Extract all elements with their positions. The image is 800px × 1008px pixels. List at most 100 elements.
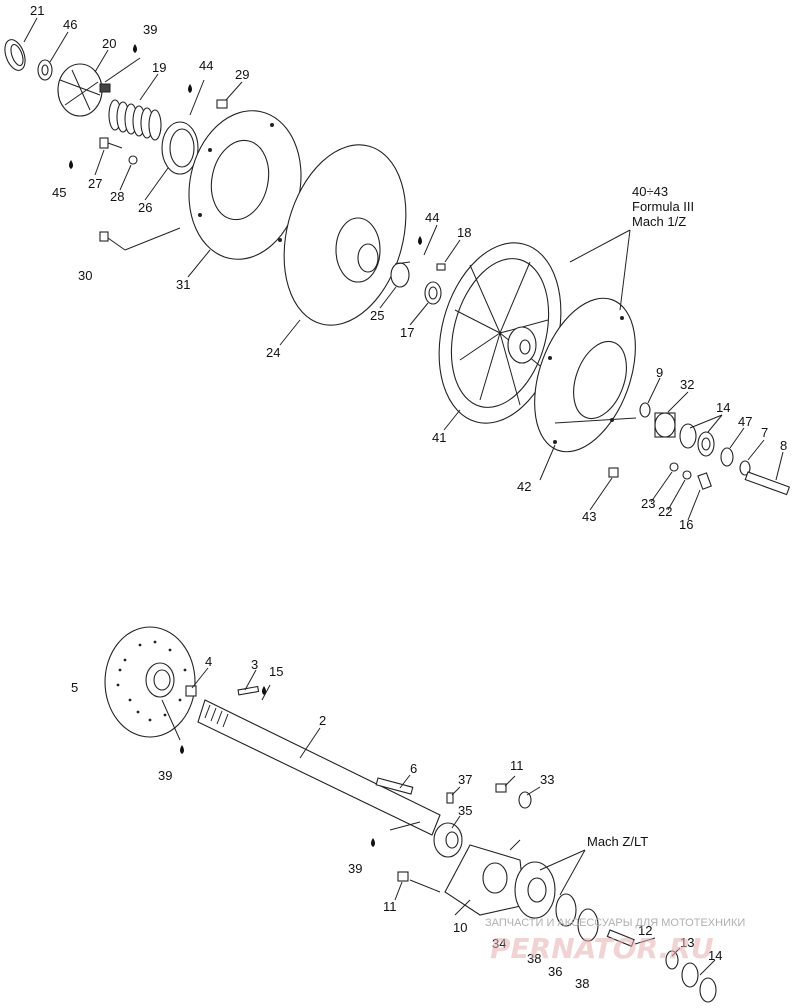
callout-22: 22	[658, 504, 672, 519]
part-7-washer	[739, 460, 751, 476]
callout-13: 13	[680, 935, 694, 950]
callout-39: 39	[143, 22, 157, 37]
callout-37: 37	[458, 772, 472, 787]
part-47-washer	[720, 447, 734, 467]
callout-46: 46	[63, 17, 77, 32]
callout-4: 4	[205, 654, 212, 669]
callout-25: 25	[370, 308, 384, 323]
callout-21: 21	[30, 3, 44, 18]
callout-20: 20	[102, 36, 116, 51]
part-16-screw	[697, 472, 712, 490]
part-43-bolt	[608, 467, 619, 478]
callout-12: 12	[638, 923, 652, 938]
part-23-washer	[669, 462, 679, 472]
callout-45: 45	[52, 185, 66, 200]
callout-8: 8	[780, 438, 787, 453]
oil-drop-icon	[180, 686, 375, 847]
part-27-screw	[99, 137, 123, 149]
part-11-nut	[495, 783, 507, 793]
watermark-tagline: ЗАПЧАСТИ И АКСЕССУАРЫ ДЛЯ МОТОТЕХНИКИ	[485, 917, 745, 929]
part-22-washer	[682, 470, 692, 480]
part-14-bearing	[681, 962, 717, 1003]
callout-2: 2	[319, 713, 326, 728]
bottom-assembly: 5 4 3 15 2 39 6 11 33 37 35 39 11 10 34 …	[71, 626, 722, 1003]
part-42-plate	[534, 297, 636, 453]
variant-note-line3: Mach 1/Z	[632, 214, 686, 229]
part-14-bearings	[679, 423, 715, 457]
part-20-spider	[57, 63, 111, 117]
callout-33: 33	[540, 772, 554, 787]
callout-31: 31	[176, 277, 190, 292]
callout-34: 34	[492, 936, 506, 951]
part-25-bushing	[390, 261, 411, 288]
callout-15: 15	[269, 664, 283, 679]
callout-39: 39	[348, 861, 362, 876]
callout-16: 16	[679, 517, 693, 532]
part-41-fixed-sheave	[438, 242, 562, 424]
callout-14: 14	[716, 400, 730, 415]
callout-36: 36	[548, 964, 562, 979]
callout-39: 39	[158, 768, 172, 783]
callout-24: 24	[266, 345, 280, 360]
variant-note-line1: 40÷43	[632, 184, 668, 199]
part-35-hub	[433, 822, 463, 858]
part-6-key	[375, 777, 414, 795]
callout-11: 11	[510, 758, 524, 773]
callout-44: 44	[425, 210, 439, 225]
callout-10: 10	[453, 920, 467, 935]
callout-3: 3	[251, 657, 258, 672]
part-19-spring	[108, 99, 162, 141]
leader-lines-bottom	[161, 667, 716, 976]
part-37-screw	[446, 792, 454, 804]
callout-6: 6	[410, 761, 417, 776]
part-12-bolt	[606, 929, 635, 947]
callout-43: 43	[582, 509, 596, 524]
top-assembly: 21 46 20 39 19 44 29 45 27 28 26 30 31 2…	[4, 3, 791, 532]
leader-lines-top	[23, 17, 784, 521]
part-13-washer	[665, 950, 679, 970]
part-11-nut	[397, 871, 409, 882]
callout-5: 5	[71, 680, 78, 695]
callout-30: 30	[78, 268, 92, 283]
callout-38: 38	[527, 951, 541, 966]
part-36-bearing	[555, 893, 599, 942]
part-2-shaft	[197, 699, 441, 836]
part-31-cover	[188, 110, 302, 260]
part-4-nut	[185, 685, 197, 697]
watermark: ЗАПЧАСТИ И АКСЕССУАРЫ ДЛЯ МОТОТЕХНИКИ PE…	[485, 917, 745, 965]
part-32-spacer	[654, 412, 676, 438]
callout-11: 11	[383, 899, 397, 914]
part-21-ring	[4, 39, 26, 71]
callout-35: 35	[458, 803, 472, 818]
part-28-washer	[128, 155, 138, 165]
watermark-logo: PERNATOR.RU	[490, 932, 714, 965]
callout-41: 41	[432, 430, 446, 445]
callout-38: 38	[575, 976, 589, 991]
part-30-bolt	[99, 227, 181, 251]
part-34-flange	[514, 861, 556, 919]
callout-19: 19	[152, 60, 166, 75]
callout-42: 42	[517, 479, 531, 494]
callout-14: 14	[708, 948, 722, 963]
part-46-washer	[37, 59, 53, 81]
part-9-washer	[639, 402, 651, 418]
part-29-slider	[216, 99, 228, 109]
callout-44: 44	[199, 58, 213, 73]
part-5-brake-disc	[104, 626, 196, 738]
part-10-flange	[444, 844, 526, 916]
callout-29: 29	[235, 67, 249, 82]
callout-18: 18	[457, 225, 471, 240]
callout-27: 27	[88, 176, 102, 191]
part-8-bolt	[744, 471, 791, 496]
callout-23: 23	[641, 496, 655, 511]
part-18-key	[436, 263, 446, 271]
callout-47: 47	[738, 414, 752, 429]
callout-28: 28	[110, 189, 124, 204]
variant-note-line2: Formula III	[632, 199, 694, 214]
part-33-washer	[518, 791, 532, 809]
part-24-sheave	[283, 144, 407, 326]
variant-note-bottom: Mach Z/LT	[587, 834, 648, 849]
callout-26: 26	[138, 200, 152, 215]
